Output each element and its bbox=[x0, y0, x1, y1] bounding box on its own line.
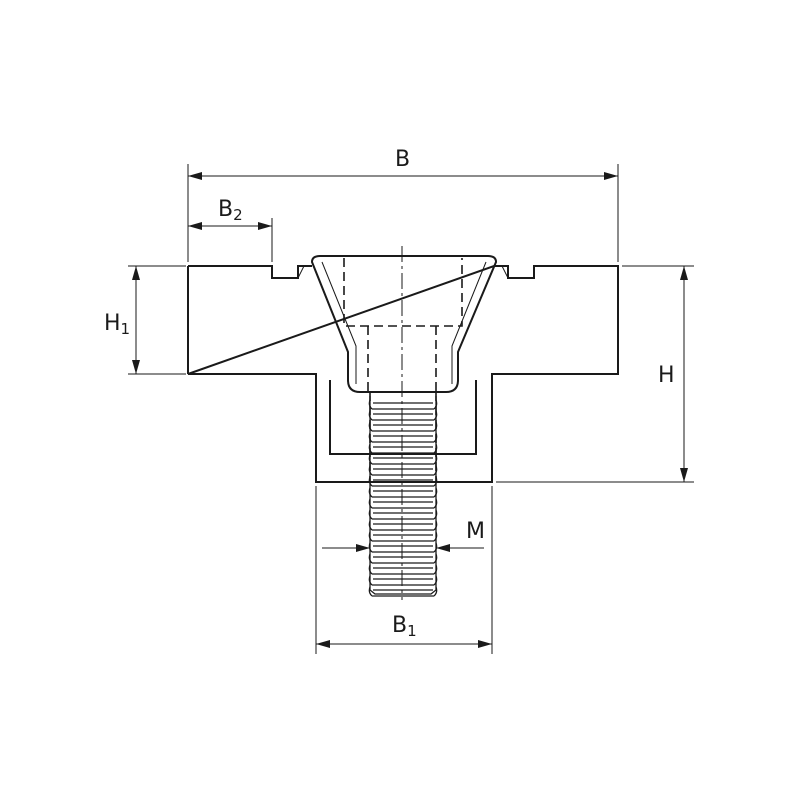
stud-outline bbox=[369, 396, 437, 595]
thread-turn bbox=[368, 564, 438, 575]
thread-turn bbox=[368, 542, 438, 553]
thread-turn bbox=[368, 498, 438, 509]
thread-turn bbox=[368, 465, 438, 476]
threaded-stud bbox=[368, 396, 438, 597]
hidden-counterbore bbox=[343, 258, 463, 327]
clamp-insert-inner-left bbox=[321, 261, 357, 384]
hidden-socket bbox=[367, 326, 437, 392]
body-inner-slot bbox=[329, 380, 477, 455]
clamp-insert bbox=[310, 255, 498, 393]
label-h1-sub: 1 bbox=[121, 320, 131, 338]
thread-turn bbox=[368, 421, 438, 432]
thread-turn bbox=[368, 553, 438, 564]
thread-turn bbox=[368, 575, 438, 586]
label-b1-sub: 1 bbox=[407, 622, 417, 640]
label-b1-base: B bbox=[392, 613, 407, 638]
thread-turn bbox=[368, 432, 438, 443]
clamp-insert-inner-right bbox=[451, 261, 487, 384]
thread-turn bbox=[368, 399, 438, 410]
thread-turn bbox=[368, 410, 438, 421]
label-h1: H1 bbox=[104, 311, 130, 338]
thread-turn bbox=[368, 454, 438, 465]
label-b2: B2 bbox=[218, 197, 243, 224]
label-b: B bbox=[395, 147, 410, 172]
thread-turn bbox=[368, 520, 438, 531]
label-b2-base: B bbox=[218, 197, 233, 222]
label-h: H bbox=[658, 363, 675, 388]
thread-turn bbox=[368, 487, 438, 498]
thread-turn bbox=[368, 476, 438, 487]
thread-turn bbox=[368, 509, 438, 520]
thread-turn bbox=[368, 586, 438, 597]
label-h1-base: H bbox=[104, 311, 121, 336]
label-b1: B1 bbox=[392, 613, 417, 640]
right-notch-slant bbox=[501, 265, 509, 279]
extension-lines bbox=[128, 164, 694, 654]
label-b2-sub: 2 bbox=[233, 206, 243, 224]
body-outline bbox=[187, 265, 619, 483]
thread-turn bbox=[368, 531, 438, 542]
left-notch-slant bbox=[297, 265, 305, 279]
thread-turn bbox=[368, 443, 438, 454]
label-m: M bbox=[466, 519, 485, 544]
